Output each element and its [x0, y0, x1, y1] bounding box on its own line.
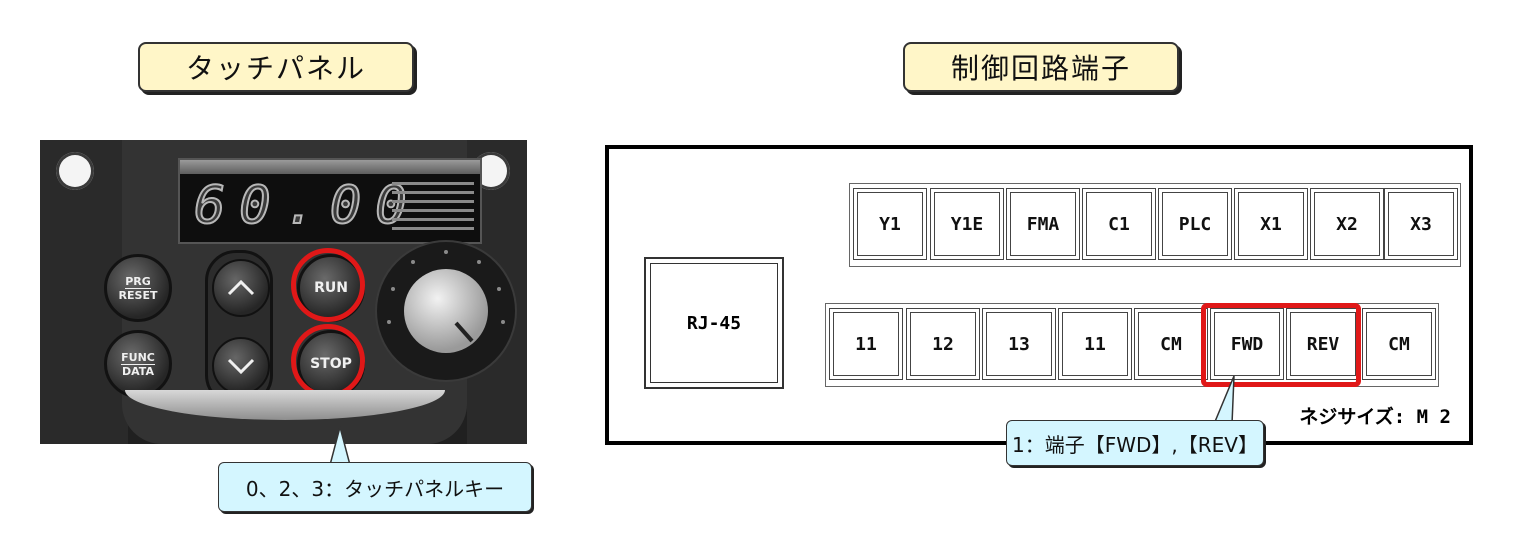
terminal-x3: X3 [1384, 188, 1458, 260]
func-data-key[interactable]: FUNC DATA [104, 330, 172, 398]
touch-panel-callout: 0、2、3：タッチパネルキー [218, 462, 532, 512]
terminal-plc: PLC [1158, 188, 1232, 260]
prg-reset-key[interactable]: PRG RESET [104, 254, 172, 322]
terminal-13: 13 [982, 308, 1056, 380]
func-label: FUNC [121, 350, 155, 365]
terminal-row-top: Y1 Y1E FMA C1 PLC X1 X2 X3 [849, 183, 1461, 267]
display-unit-lines [392, 182, 474, 234]
dial-tick [444, 250, 448, 254]
touch-panel-callout-pointer [329, 425, 351, 465]
terminal-x2: X2 [1310, 188, 1384, 260]
terminal-y1: Y1 [853, 188, 927, 260]
up-key[interactable] [212, 259, 270, 317]
terminal-cm-second: CM [1362, 308, 1436, 380]
down-key[interactable] [212, 337, 270, 395]
terminal-11-second: 11 [1058, 308, 1132, 380]
terminal-11: 11 [829, 308, 903, 380]
dial-tick [391, 287, 395, 291]
frequency-dial[interactable] [375, 240, 517, 382]
rj45-port: RJ-45 [644, 257, 784, 389]
chevron-up-icon [227, 279, 255, 296]
terminal-fwd: FWD [1210, 308, 1284, 380]
fwd-rev-highlight [1201, 303, 1361, 387]
dial-pointer-icon [454, 321, 474, 343]
touch-panel: 60.00 PRG RESET FUNC DATA RUN STOP [40, 140, 527, 444]
led-display: 60.00 [178, 158, 482, 244]
screw-size-label: ネジサイズ: M 2 [1299, 406, 1451, 428]
terminal-block-diagram: Y1 Y1E FMA C1 PLC X1 X2 X3 RJ-45 11 12 1… [605, 145, 1473, 445]
terminal-fma: FMA [1006, 188, 1080, 260]
terminal-12: 12 [906, 308, 980, 380]
terminal-callout-pointer [1213, 375, 1235, 424]
control-terminal-title: 制御回路端子 [903, 42, 1179, 92]
dial-tick [501, 320, 505, 324]
run-key-highlight [291, 248, 365, 322]
data-label: DATA [122, 364, 154, 378]
mounting-hole-left [56, 152, 94, 190]
terminal-y1e: Y1E [930, 188, 1004, 260]
prg-label: PRG [125, 274, 151, 289]
dial-tick [477, 260, 481, 264]
stop-key-highlight [291, 324, 365, 398]
chevron-down-icon [227, 358, 255, 375]
dial-tick [387, 320, 391, 324]
touch-panel-title: タッチパネル [138, 42, 414, 92]
dial-tick [411, 260, 415, 264]
dial-tick [497, 287, 501, 291]
terminal-callout: 1：端子【FWD】,【REV】 [1006, 420, 1264, 466]
display-value: 60.00 [193, 175, 421, 237]
reset-label: RESET [118, 288, 158, 302]
terminal-x1: X1 [1234, 188, 1308, 260]
terminal-row-bottom: 11 12 13 11 CM FWD REV CM [825, 303, 1439, 387]
up-down-key-group [205, 250, 273, 406]
dial-knob [404, 269, 488, 353]
terminal-c1: C1 [1082, 188, 1156, 260]
terminal-cm: CM [1134, 308, 1208, 380]
display-top-strip [180, 160, 480, 174]
